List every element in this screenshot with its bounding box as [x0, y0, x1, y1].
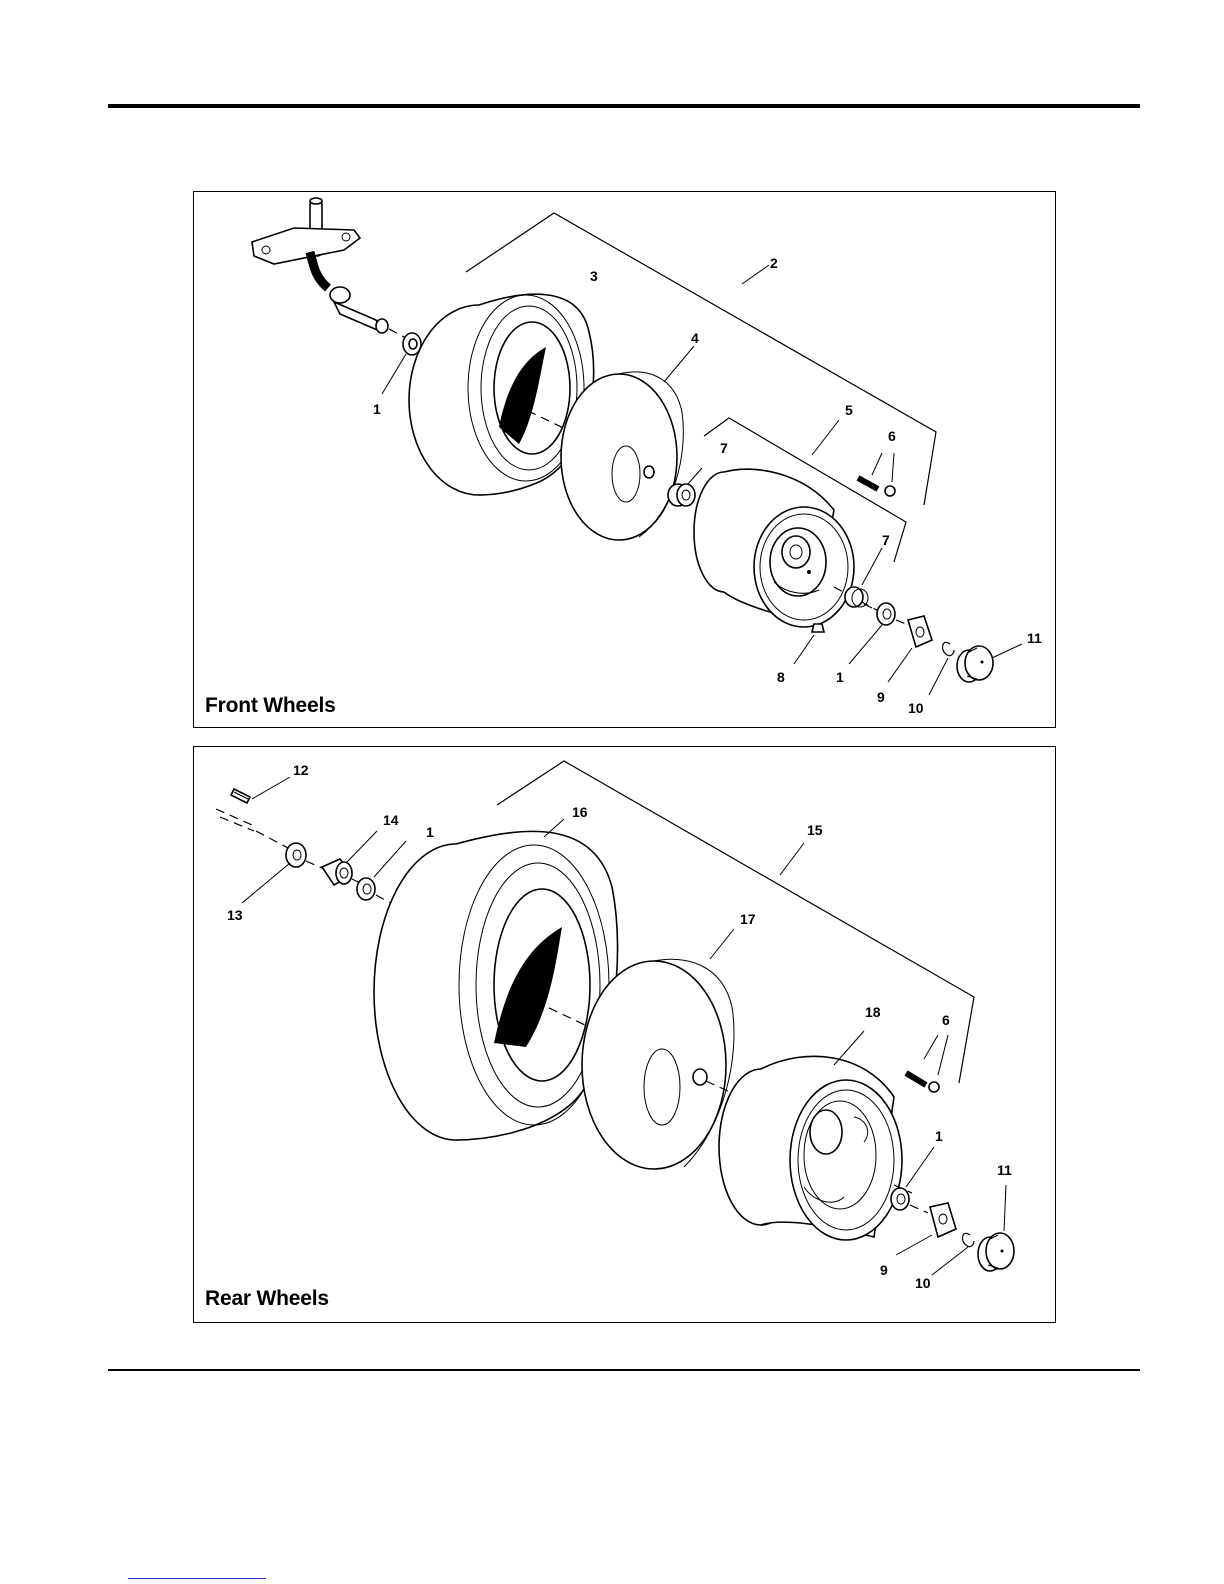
washer-1-rear-outer [891, 1188, 909, 1210]
panel-title-rear: Rear Wheels [205, 1287, 329, 1311]
washer-1-outer [877, 603, 895, 625]
callout-6: 6 [888, 428, 896, 444]
callout-15: 15 [807, 822, 823, 838]
footer-link-underline[interactable] [128, 1578, 266, 1579]
rear-rim [719, 1056, 902, 1240]
key-12 [231, 789, 250, 803]
callout-6-rear: 6 [942, 1012, 950, 1028]
callout-4: 4 [691, 330, 699, 346]
front-wheels-diagram: 1 2 3 4 5 6 7 7 8 1 9 10 11 [194, 192, 1057, 729]
rear-wheels-panel: 12 14 1 16 15 13 17 18 6 1 11 9 10 Rear … [193, 746, 1056, 1323]
rear-tire [374, 831, 618, 1140]
panel-title-front: Front Wheels [205, 694, 336, 718]
callout-3: 3 [590, 268, 598, 284]
callout-11-rear: 11 [997, 1162, 1012, 1178]
callout-1-outer: 1 [836, 669, 844, 685]
front-wheels-panel: 1 2 3 4 5 6 7 7 8 1 9 10 11 Front Wheels [193, 191, 1056, 728]
hub-cap-11-rear [978, 1233, 1014, 1271]
grease-fitting-8 [812, 624, 824, 632]
callout-12: 12 [293, 762, 309, 778]
callout-1: 1 [373, 401, 381, 417]
header-rule [108, 104, 1140, 108]
spindle-assembly [252, 198, 388, 333]
callout-2: 2 [770, 255, 778, 271]
callout-14: 14 [383, 812, 399, 828]
callout-9-rear: 9 [880, 1262, 888, 1278]
callout-1-rear-outer: 1 [935, 1128, 943, 1144]
callout-8: 8 [777, 669, 785, 685]
callout-7-outer: 7 [882, 532, 890, 548]
callout-11: 11 [1027, 630, 1042, 646]
e-clip-10-rear [963, 1233, 974, 1246]
washer-1-rear [357, 878, 375, 900]
callout-17: 17 [740, 911, 756, 927]
callout-16: 16 [572, 804, 588, 820]
rear-wheels-diagram: 12 14 1 16 15 13 17 18 6 1 11 9 10 [194, 747, 1057, 1324]
spacer-14 [322, 859, 352, 885]
retainer-plate-9-rear [930, 1203, 956, 1237]
e-clip-10 [943, 642, 954, 655]
bearing-7-inner [668, 484, 695, 506]
inner-tube-rear [582, 959, 734, 1169]
footer-rule [108, 1369, 1140, 1371]
callout-18: 18 [865, 1004, 881, 1020]
callout-9: 9 [877, 689, 885, 705]
retainer-plate-9 [908, 616, 932, 647]
valve-stem-6 [858, 478, 895, 496]
callout-10-rear: 10 [915, 1275, 931, 1291]
hub-cap-11 [957, 646, 993, 682]
valve-stem-6-rear [906, 1073, 939, 1092]
front-rim [694, 469, 854, 627]
callout-7-inner: 7 [720, 440, 728, 456]
inner-tube [561, 372, 683, 540]
callout-10: 10 [908, 700, 924, 716]
callout-1-rear: 1 [426, 824, 434, 840]
callout-5: 5 [845, 402, 853, 418]
callout-13: 13 [227, 907, 243, 923]
